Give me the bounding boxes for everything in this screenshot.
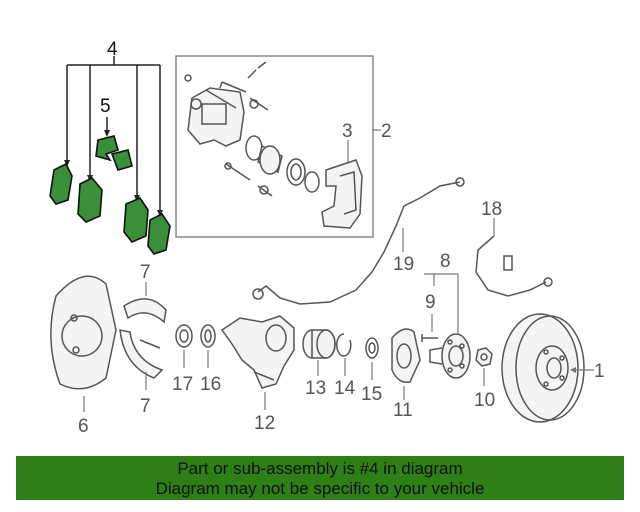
label-11: 11: [393, 400, 413, 421]
seal-17: [175, 324, 193, 348]
label-6: 6: [78, 416, 89, 437]
hub-nut: [475, 347, 493, 367]
label-7-bottom: 7: [140, 396, 151, 417]
label-5: 5: [100, 96, 111, 117]
brake-pads: [49, 162, 171, 255]
label-8: 8: [440, 251, 451, 272]
caliper-bolts: [184, 61, 273, 197]
banner-line-2: Diagram may not be specific to your vehi…: [155, 479, 485, 498]
label-10: 10: [474, 390, 495, 411]
backing-plate: [50, 275, 117, 390]
seal-15: [365, 337, 379, 359]
label-19: 19: [393, 254, 414, 275]
label-14: 14: [334, 378, 356, 399]
steering-knuckle: [220, 315, 295, 389]
info-banner: Part or sub-assembly is #4 in diagram Di…: [16, 456, 624, 500]
label-2: 2: [381, 121, 392, 142]
caliper-bracket: [321, 159, 363, 229]
brake-rotor: [501, 313, 585, 423]
parking-brake-shoes: [119, 298, 167, 379]
wheel-hub: [429, 333, 471, 379]
brake-hose: [475, 235, 553, 297]
label-16: 16: [200, 374, 221, 395]
label-1: 1: [594, 361, 605, 382]
banner-line-1: Part or sub-assembly is #4 in diagram: [177, 459, 463, 478]
label-9: 9: [425, 292, 436, 313]
seal-16: [200, 324, 216, 348]
caliper-body: [187, 87, 245, 147]
label-12: 12: [254, 413, 275, 434]
label-15: 15: [361, 384, 382, 405]
label-4: 4: [107, 39, 118, 60]
label-3: 3: [342, 121, 353, 142]
caliper-piston: [245, 135, 320, 193]
pad-clips: [95, 135, 133, 171]
label-13: 13: [305, 378, 326, 399]
label-7-top: 7: [140, 262, 151, 283]
label-17: 17: [172, 374, 193, 395]
label-18: 18: [481, 199, 502, 220]
wheel-stud: [421, 334, 438, 342]
snap-ring: [336, 333, 352, 357]
callout-4: [64, 56, 163, 217]
wheel-bearing: [302, 329, 336, 359]
dust-shield: [391, 328, 421, 383]
caliper-assembly-box: [175, 55, 374, 238]
abs-sensor-wire: [252, 177, 465, 305]
parts-diagram: 2 3: [49, 39, 605, 437]
